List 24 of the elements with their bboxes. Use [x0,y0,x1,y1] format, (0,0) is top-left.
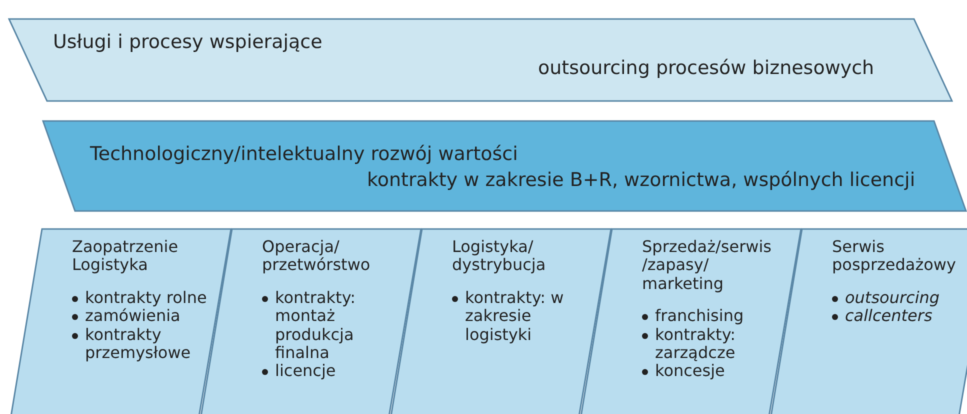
bullet-text: kontrakty rolne [85,288,207,308]
column-heading: Serwis posprzedażowy [832,238,957,275]
bullet-text: outsourcing [845,288,940,308]
band-subtext: outsourcing procesów biznesowych [538,58,874,80]
parallelogram-column [770,228,967,414]
parallelogram-band [8,18,953,102]
bullet-text: callcenters [845,307,932,326]
bullet-text: zamówienia [85,307,180,326]
parallelogram-column [390,228,612,414]
bullet-text: licencje [275,362,336,381]
parallelogram-column [10,228,232,414]
band-subtext: kontrakty w zakresie B+R, wzornictwa, wspólnych licencji [367,170,916,192]
bullet-text: kontrakty: w zakresie logistyki [465,288,565,344]
bullet-text: koncesje [655,362,725,381]
parallelogram-column [580,228,802,414]
band-heading: Technologiczny/intelektualny rozwój wartości [90,144,518,166]
bullet-text: kontrakty przemysłowe [85,326,192,362]
column-heading: Zaopatrzenie Logistyka [72,238,180,275]
bullet-text: franchising [655,307,744,326]
column-heading: Sprzedaż/serwis /zapasy/ marketing [642,238,773,294]
parallelogram-band [42,120,967,212]
column-heading: Logistyka/ dystrybucja [452,238,547,275]
band-heading: Usługi i procesy wspierające [53,32,322,54]
column-heading: Operacja/ przetwórstwo [262,238,372,275]
